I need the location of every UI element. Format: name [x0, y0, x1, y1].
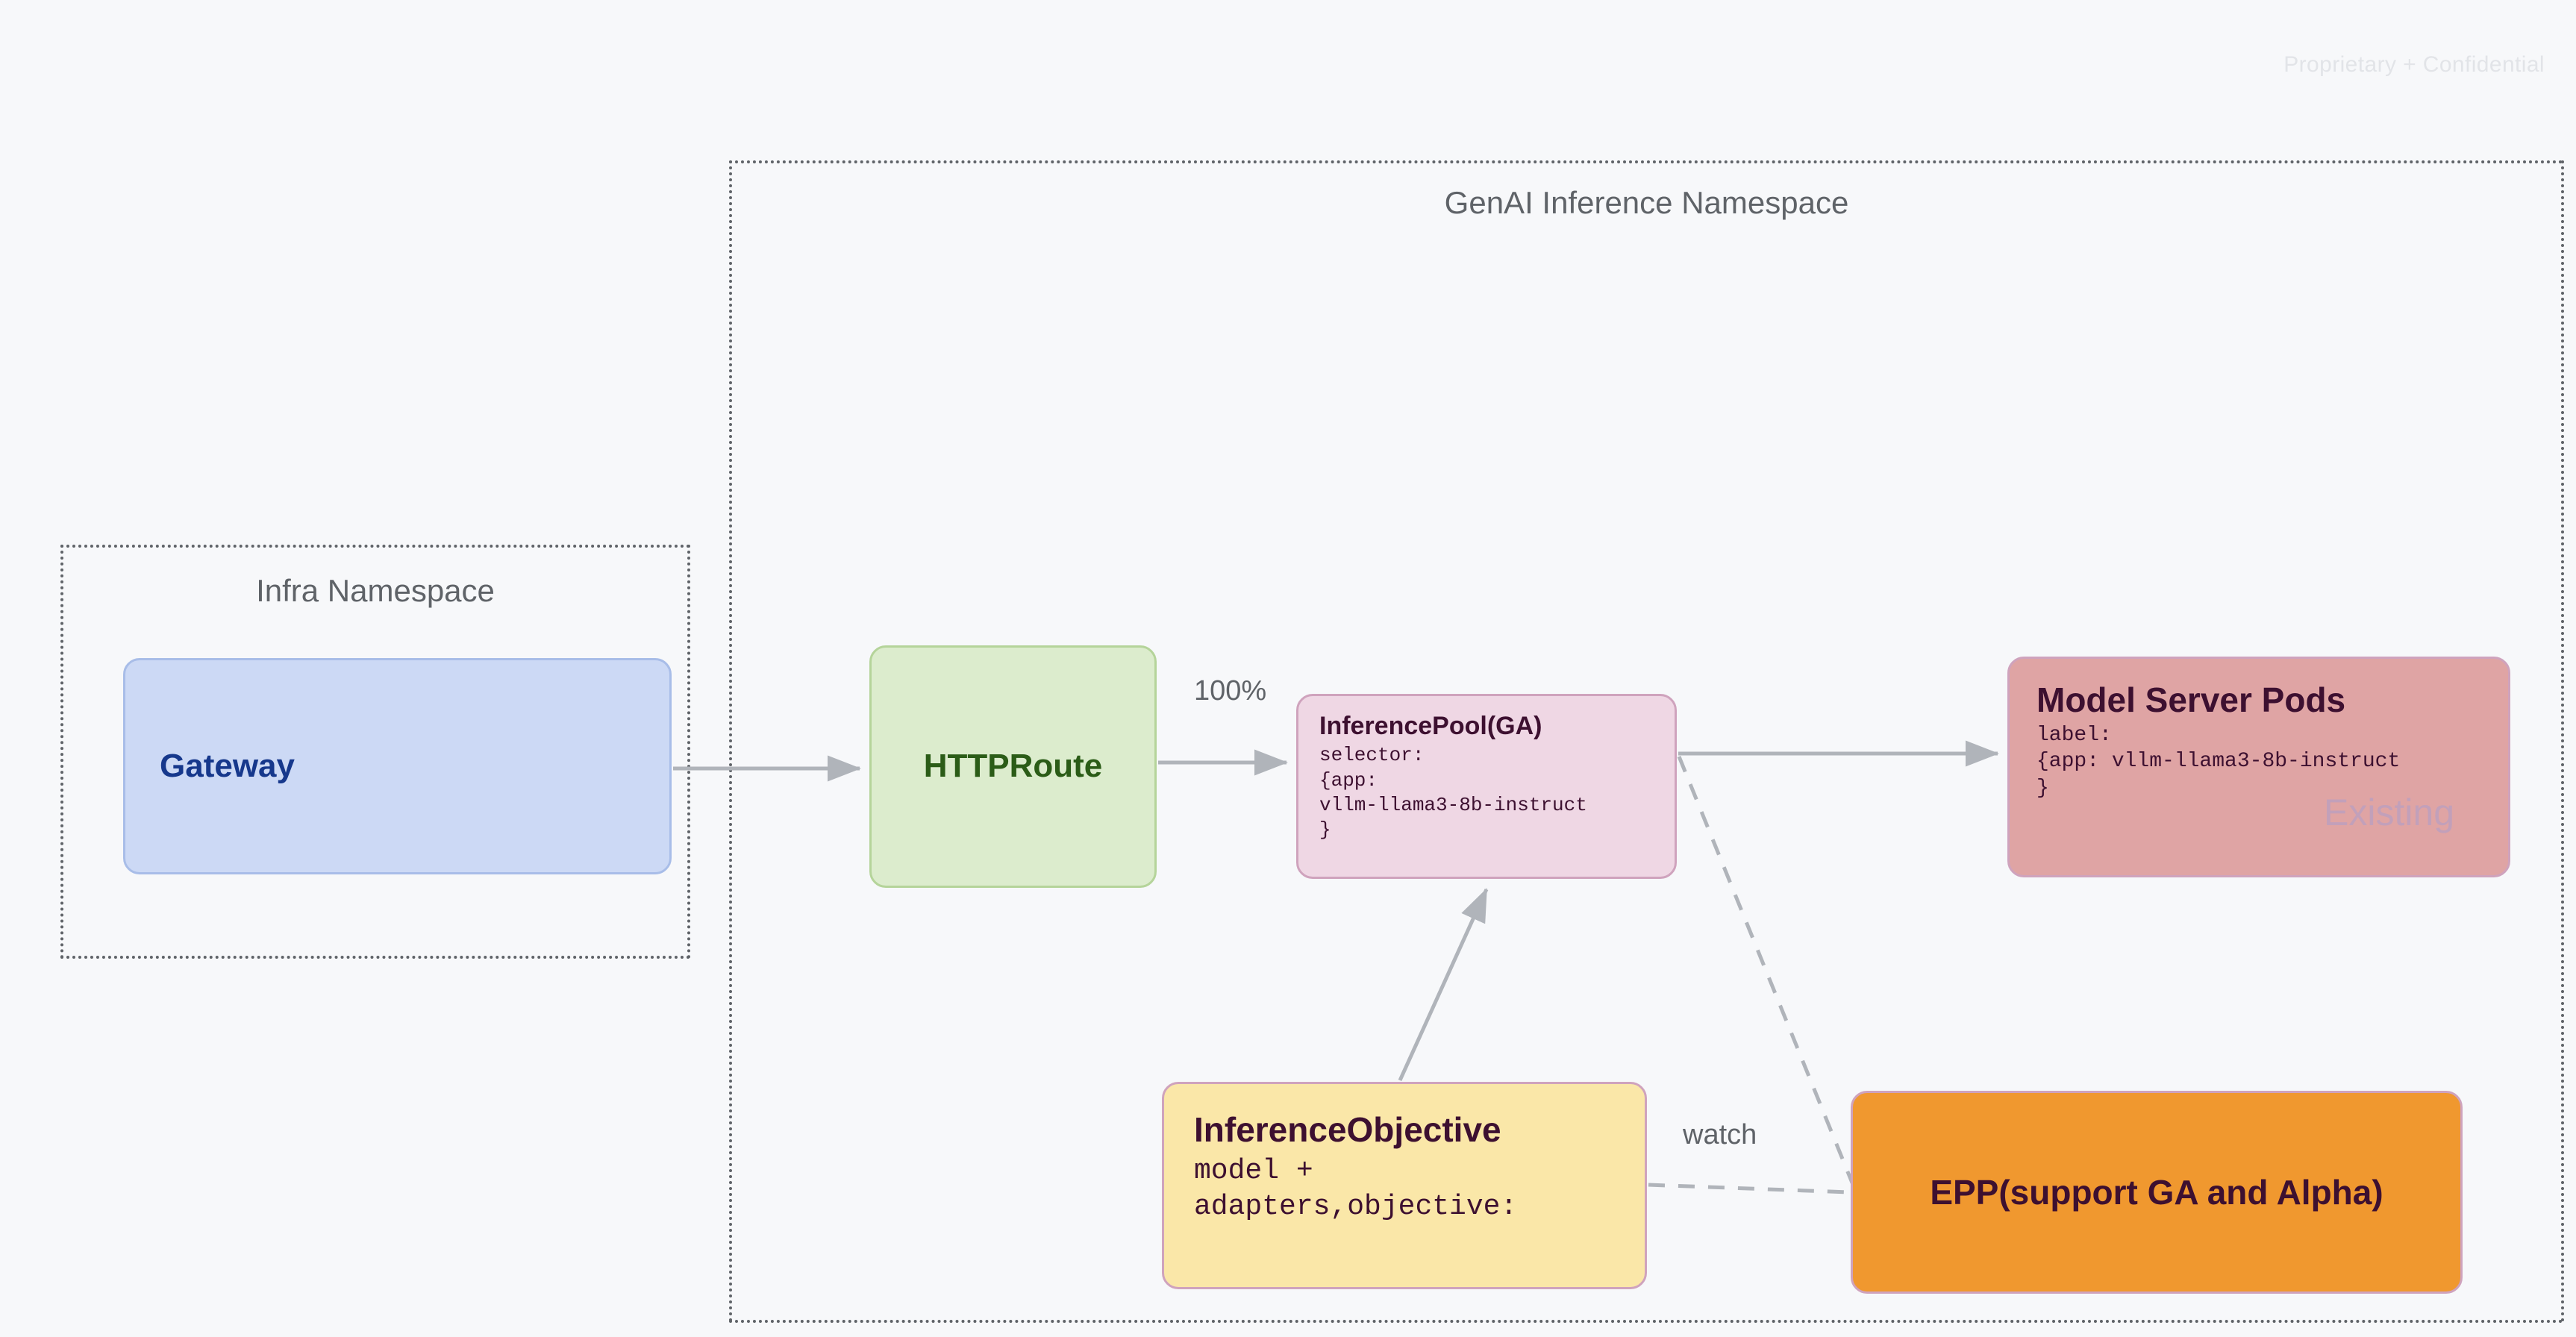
infra-namespace-container [60, 545, 690, 959]
node-inferencepool-title: InferencePool(GA) [1319, 712, 1542, 740]
node-inferencepool-selector-line-3: vllm-llama3-8b-instruct [1319, 793, 1587, 816]
node-inference-objective-body-line-2: adapters,objective: [1194, 1191, 1518, 1224]
slide-confidentiality-watermark: Proprietary + Confidential [2283, 52, 2545, 77]
node-inference-objective-title: InferenceObjective [1194, 1110, 1501, 1149]
node-epp[interactable]: EPP(support GA and Alpha) [1851, 1091, 2463, 1294]
infra-namespace-title: Infra Namespace [256, 573, 495, 608]
genai-inference-namespace-title: GenAI Inference Namespace [1444, 185, 1849, 220]
node-inference-objective[interactable]: InferenceObjective model + adapters,obje… [1162, 1082, 1647, 1289]
node-model-server-pods[interactable]: Model Server Pods label: {app: vllm-llam… [2007, 657, 2510, 877]
node-httproute[interactable]: HTTPRoute [869, 645, 1157, 888]
edge-label-traffic-weight: 100% [1194, 675, 1267, 707]
node-epp-title: EPP(support GA and Alpha) [1930, 1172, 2383, 1212]
node-inferencepool-selector-line-2: {app: [1319, 768, 1378, 792]
existing-badge: Existing [2324, 792, 2455, 833]
node-gateway-title: Gateway [160, 747, 295, 784]
node-model-server-pods-label-line-2: {app: vllm-llama3-8b-instruct [2036, 750, 2401, 774]
node-inferencepool-selector-line-1: selector: [1319, 744, 1425, 767]
node-inferencepool-selector-line-4: } [1319, 818, 1331, 842]
node-httproute-title: HTTPRoute [923, 748, 1103, 785]
node-model-server-pods-label-line-3: } [2036, 777, 2049, 801]
node-inferencepool[interactable]: InferencePool(GA) selector: {app: vllm-l… [1296, 694, 1677, 879]
node-inference-objective-body-line-1: model + [1194, 1154, 1313, 1187]
edge-label-watch: watch [1683, 1119, 1757, 1150]
node-model-server-pods-label-line-1: label: [2036, 723, 2112, 747]
node-gateway[interactable]: Gateway [123, 658, 672, 874]
genai-inference-namespace-container [729, 160, 2564, 1323]
node-model-server-pods-title: Model Server Pods [2036, 680, 2346, 719]
